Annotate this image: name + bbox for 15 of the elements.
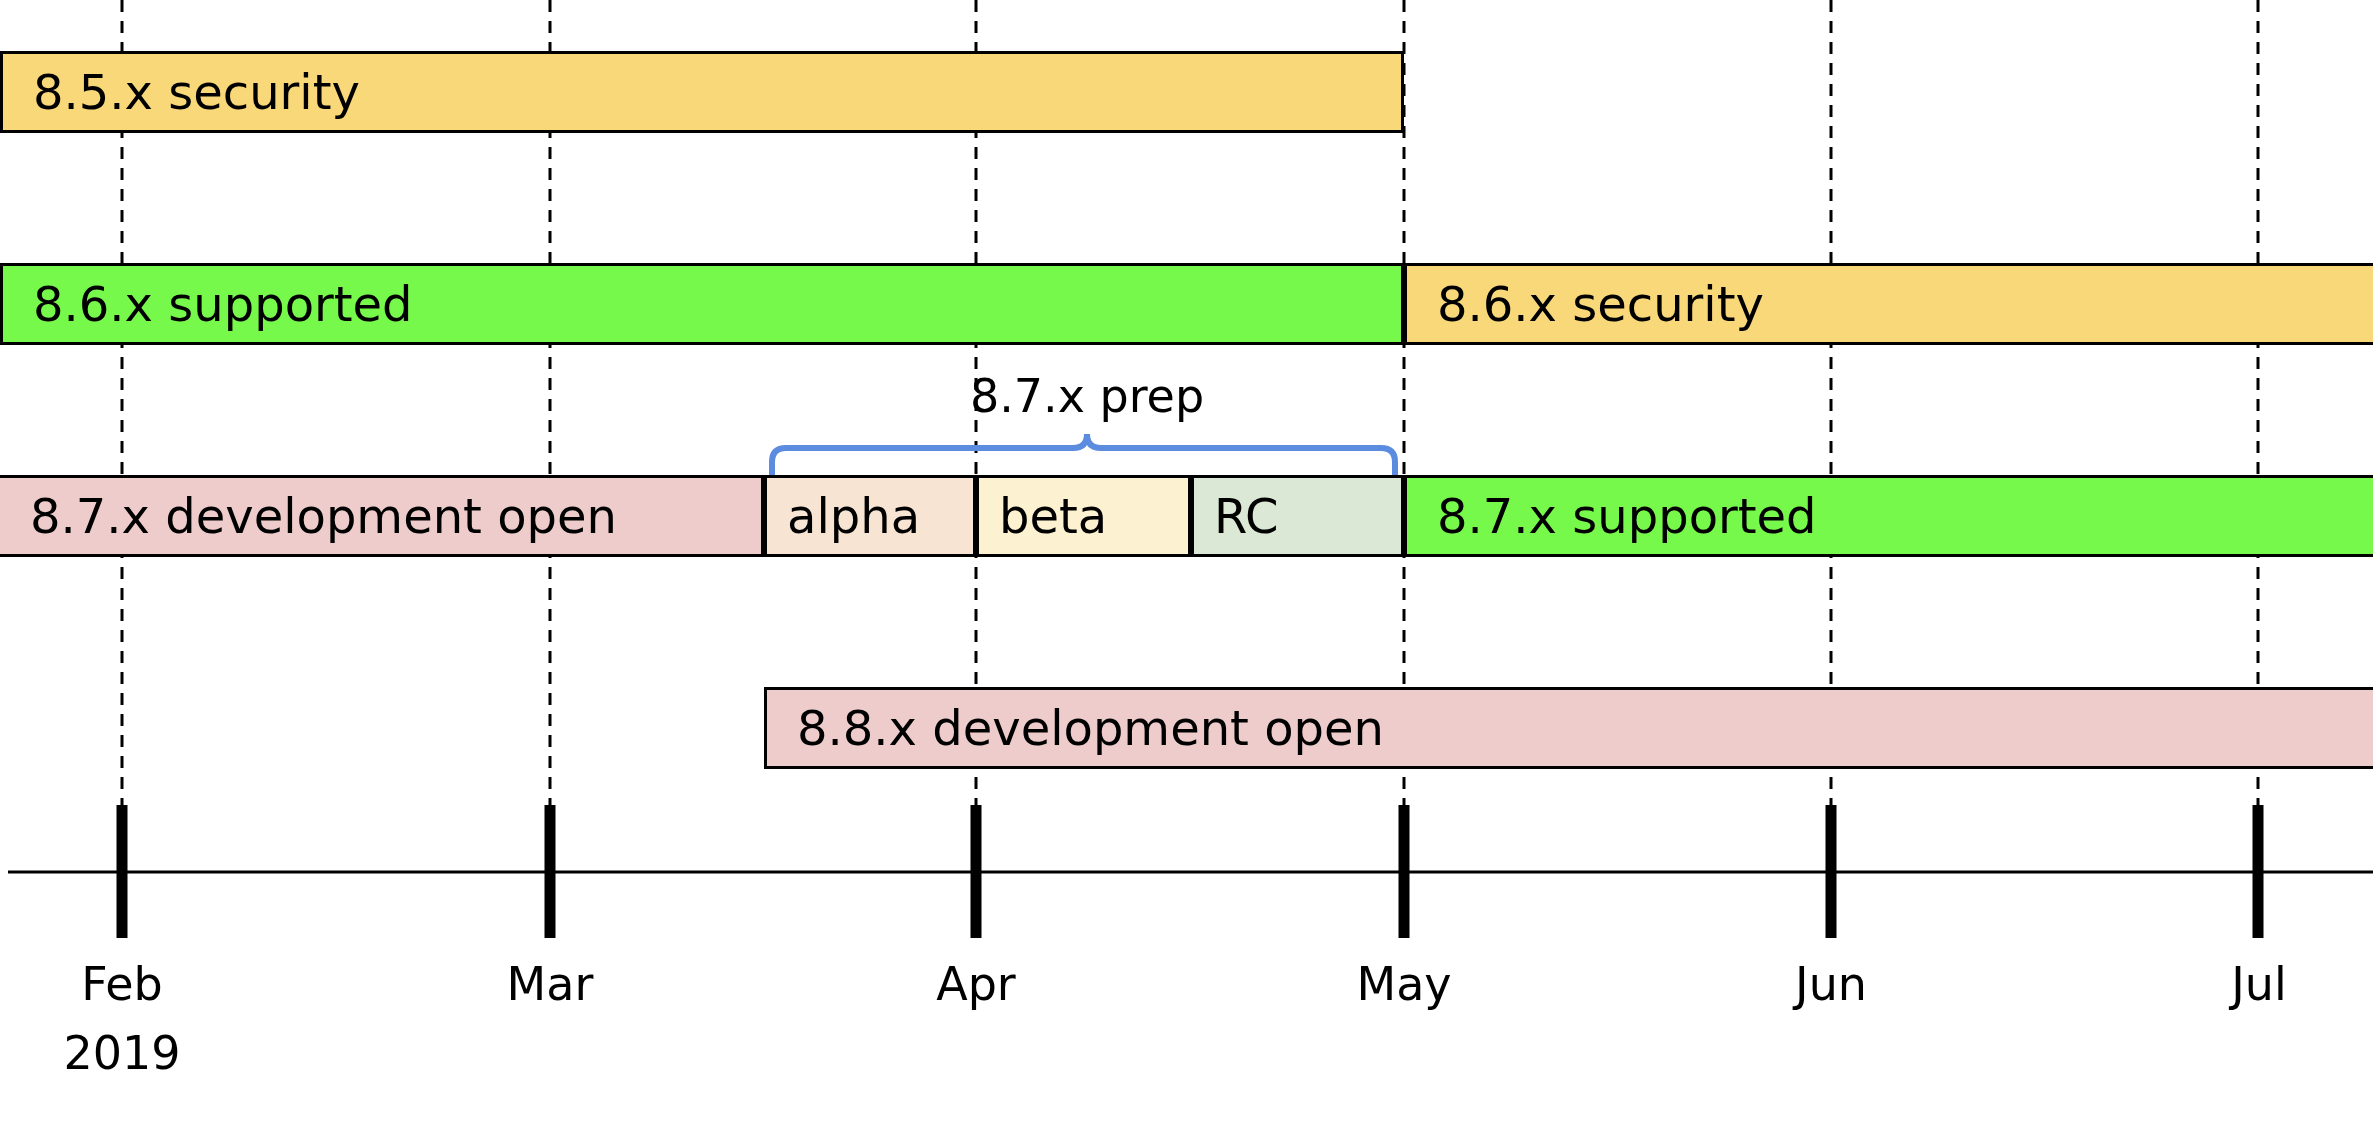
axis-label: Mar (506, 956, 594, 1013)
phase-bar: RC (1191, 475, 1404, 557)
phase-bar: beta (976, 475, 1191, 557)
release-bar: 8.6.x security (1404, 263, 2373, 345)
release-bar: 8.7.x supported (1404, 475, 2373, 557)
release-bar: 8.7.x development open (0, 475, 764, 557)
axis-label: Apr (936, 956, 1016, 1013)
release-bar: 8.5.x security (0, 51, 1404, 133)
axis-label: Jul (2231, 956, 2287, 1013)
bracket-label: 8.7.x prep (969, 368, 1205, 425)
axis-label: Feb 2019 (62, 956, 182, 1082)
phase-bar: alpha (764, 475, 976, 557)
axis-label: May (1356, 956, 1452, 1013)
release-bar: 8.6.x supported (0, 263, 1404, 345)
release-bar: 8.8.x development open (764, 687, 2373, 769)
